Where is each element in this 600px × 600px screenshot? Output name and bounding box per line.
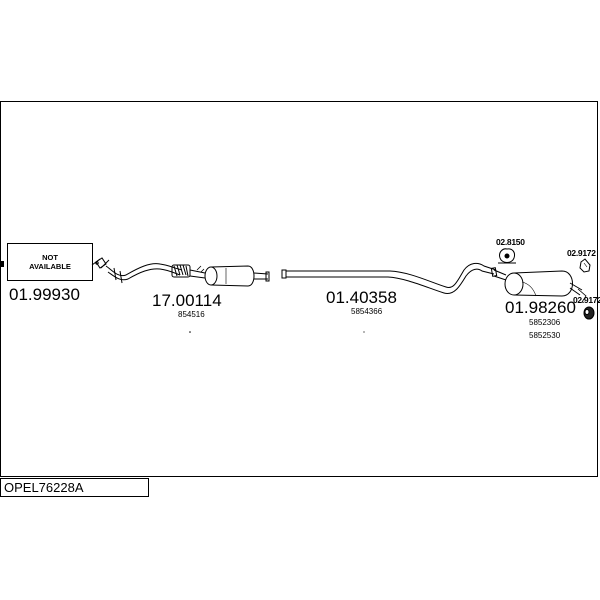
accessory-number-02-9172-lower: 02.9172 — [573, 295, 600, 305]
accessory-number-02-9172-upper: 02.9172 — [567, 248, 596, 258]
model-code: OPEL76228A — [4, 480, 84, 495]
part-number-17-00114: 17.00114 — [152, 291, 222, 310]
front-pipe-17-00114 — [105, 263, 206, 284]
rubber-hanger-02-9172-lower — [583, 306, 595, 320]
oem-ref-5852306: 5852306 — [529, 318, 561, 327]
oem-ref-5854366: 5854366 — [351, 307, 383, 316]
rear-silencer — [490, 267, 587, 303]
rubber-hanger-02-8150 — [498, 248, 516, 264]
part-number-01-99930: 01.99930 — [9, 285, 80, 304]
front-pipe-flange — [91, 257, 110, 269]
middle-pipe-01-40358 — [281, 262, 497, 295]
rubber-hanger-02-9172-upper — [579, 258, 591, 273]
accessory-number-02-8150: 02.8150 — [496, 237, 525, 247]
not-available-label: NOT AVAILABLE — [29, 253, 71, 271]
model-code-box: OPEL76228A — [0, 478, 149, 497]
part-number-01-40358: 01.40358 — [326, 288, 397, 307]
oem-ref-5852530: 5852530 — [529, 331, 561, 340]
not-available-box: NOT AVAILABLE — [7, 243, 93, 281]
frame-connector-mark — [1, 261, 4, 267]
front-silencer — [196, 265, 270, 287]
ref-dot — [189, 331, 191, 333]
part-number-01-98260: 01.98260 — [505, 298, 576, 317]
oem-ref-854516: 854516 — [178, 310, 205, 319]
diagram-frame — [0, 101, 598, 477]
ref-dot — [363, 331, 365, 333]
